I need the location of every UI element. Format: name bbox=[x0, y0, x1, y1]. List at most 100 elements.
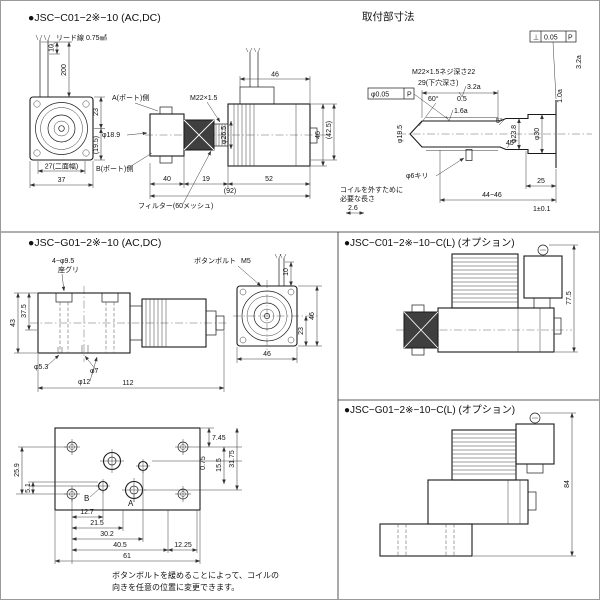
din-connector bbox=[515, 423, 555, 465]
bolt-size-label: M5 bbox=[241, 258, 251, 265]
dim-46-right: 46 bbox=[309, 312, 316, 320]
dim-84: 84 bbox=[564, 480, 571, 488]
finish-1-6a: 1.6a bbox=[454, 108, 468, 115]
note-line1: ボタンボルトを緩めることによって、コイルの bbox=[112, 570, 279, 580]
dim-0-75: 0.75 bbox=[200, 456, 207, 470]
section-title: ●JSC−G01−2※−10 (AC,DC) bbox=[28, 237, 161, 249]
section-mounting-dims: 取付部寸法 M22×1.5ネジ深さ22 29(下穴深さ) 60° φ0.05 P… bbox=[340, 10, 592, 215]
dim-46-top: 46 bbox=[271, 72, 279, 79]
section-title: ●JSC−C01−2※−10−C(L) (オプション) bbox=[344, 237, 515, 249]
dim-10: 10 bbox=[49, 44, 56, 52]
g01-front-view: ボタンボルト M5 10 23 46 46 bbox=[194, 253, 322, 363]
c01-front-view: リード線 0.75㎟ 10 200 23 (19.5) 27(二面幅) 37 bbox=[29, 33, 107, 188]
bolt-holes bbox=[64, 439, 191, 502]
thread-label: M22×1.5 bbox=[190, 95, 218, 102]
lead-wire-label: リード線 0.75㎟ bbox=[56, 33, 107, 42]
dim-37: 37 bbox=[58, 177, 66, 184]
pilot-depth-note: 29(下穴深さ) bbox=[418, 78, 458, 87]
dia-26-5-label: φ26.5 bbox=[221, 126, 228, 144]
dia-19-5-label: φ19.5 bbox=[397, 125, 404, 143]
tolerance-frame-perpendicularity: ⊥ 0.05 P bbox=[529, 30, 577, 100]
coil-note-line1: コイルを外すために bbox=[340, 185, 403, 194]
tol-perp-value: 0.05 bbox=[544, 35, 558, 42]
note-line2: 向きを任意の位置に変更できます。 bbox=[112, 582, 239, 592]
valve-body bbox=[427, 479, 529, 525]
mounting-title: 取付部寸法 bbox=[362, 10, 415, 23]
drill-hole bbox=[465, 149, 473, 161]
dia-30-label: φ30 bbox=[534, 128, 541, 140]
section-jsc-g01: ●JSC−G01−2※−10 (AC,DC) 4−φ9.5 座グリ 43 37.… bbox=[10, 237, 322, 392]
dim-27-flats: 27(二面幅) bbox=[45, 162, 78, 171]
dim-30-2: 30.2 bbox=[100, 531, 114, 538]
finish-3-2a-side: 3.2a bbox=[576, 55, 583, 69]
dim-12-7: 12.7 bbox=[80, 509, 94, 516]
drill-label: φ6キリ bbox=[406, 173, 428, 180]
dim-46-right: 46 bbox=[315, 131, 322, 139]
dim-52: 52 bbox=[265, 176, 273, 183]
button-bolt-label: ボタンボルト bbox=[194, 256, 236, 265]
section-jsc-c01: ●JSC−C01−2※−10 (AC,DC) リード線 0.75㎟ 10 200… bbox=[28, 12, 337, 210]
dim-2-6: 2.6 bbox=[348, 205, 358, 212]
valve-front-body bbox=[29, 96, 94, 161]
port-a-label: A(ポート)側 bbox=[112, 93, 149, 102]
dia-5-3-label: φ5.3 bbox=[34, 364, 48, 371]
dim-112: 112 bbox=[122, 380, 133, 387]
bore-profile-upper bbox=[409, 113, 556, 135]
dim-1-01: 1±0.1 bbox=[533, 206, 551, 213]
subplate bbox=[379, 523, 473, 557]
section-title: ●JSC−G01−2※−10−C(L) (オプション) bbox=[344, 404, 515, 416]
dim-40: 40 bbox=[163, 176, 171, 183]
tol-perp-symbol: ⊥ bbox=[533, 35, 539, 42]
dia-18-9-label: φ18.9 bbox=[102, 132, 120, 139]
port-b-label: B(ポート)側 bbox=[96, 164, 133, 173]
dim-40-5: 40.5 bbox=[113, 542, 127, 549]
c01-side-view: A(ポート)側 B(ポート)側 φ18.9 M22×1.5 46 φ26.5 4… bbox=[96, 47, 337, 210]
dim-77-5: 77.5 bbox=[566, 291, 573, 305]
terminal-box bbox=[239, 86, 275, 105]
coil-note-line2: 必要な長さ bbox=[340, 194, 375, 203]
tol-pos-datum: P bbox=[407, 92, 412, 99]
manual-pin bbox=[309, 127, 318, 144]
dim-7-45: 7.45 bbox=[212, 435, 226, 442]
dim-0-5: 0.5 bbox=[457, 96, 467, 103]
bore-profile-lower bbox=[409, 133, 556, 155]
dim-15-5: 15.5 bbox=[216, 458, 223, 472]
section-jsc-c01-option: ●JSC−C01−2※−10−C(L) (オプション) 77.5 bbox=[344, 237, 578, 356]
dim-92: (92) bbox=[224, 188, 236, 195]
counterbore-label-2: 座グリ bbox=[58, 265, 79, 274]
dia-7-label: φ7 bbox=[90, 368, 99, 375]
din-connector bbox=[523, 255, 563, 299]
dia-23-8-label: φ23.8 bbox=[511, 125, 518, 143]
tol-perp-datum: P bbox=[568, 35, 573, 42]
section-title: ●JSC−C01−2※−10 (AC,DC) bbox=[28, 12, 161, 24]
connector-screw bbox=[529, 412, 541, 424]
dim-25-9: 25.9 bbox=[14, 463, 21, 477]
angle-45-label: 45° bbox=[506, 139, 517, 147]
dim-21-5: 21.5 bbox=[90, 520, 104, 527]
dim-61: 61 bbox=[123, 553, 131, 560]
finish-3-2a: 3.2a bbox=[467, 84, 481, 91]
thread-depth-note: M22×1.5ネジ深さ22 bbox=[412, 67, 475, 76]
dim-12-25: 12.25 bbox=[174, 542, 192, 549]
dim-44-46: 44~46 bbox=[482, 192, 502, 199]
mounting-face-plate bbox=[54, 427, 201, 511]
counterbore-label-1: 4−φ9.5 bbox=[52, 258, 74, 265]
connector-screw bbox=[537, 244, 549, 256]
dim-19-5: (19.5) bbox=[93, 136, 100, 154]
port-holes bbox=[96, 449, 150, 502]
dim-23: 23 bbox=[93, 108, 100, 116]
dim-25: 25 bbox=[537, 178, 545, 185]
coil-fins bbox=[451, 429, 517, 481]
dim-43: 43 bbox=[10, 319, 17, 327]
finish-1-0a: 1.0a bbox=[557, 89, 564, 103]
port-a-label: A bbox=[128, 499, 134, 508]
dim-46-bottom: 46 bbox=[263, 351, 271, 358]
tolerance-frame-position: φ0.05 P bbox=[367, 87, 449, 120]
section-jsc-g01-option: ●JSC−G01−2※−10−C(L) (オプション) 84 bbox=[344, 404, 576, 557]
dim-5-1: 5.1 bbox=[25, 483, 32, 493]
dim-200: 200 bbox=[61, 64, 68, 76]
dim-37-5: 37.5 bbox=[21, 304, 28, 318]
lead-wires bbox=[39, 40, 49, 97]
g01-side-view: 4−φ9.5 座グリ 43 37.5 φ5.3 φ7 φ12 112 bbox=[10, 258, 228, 392]
